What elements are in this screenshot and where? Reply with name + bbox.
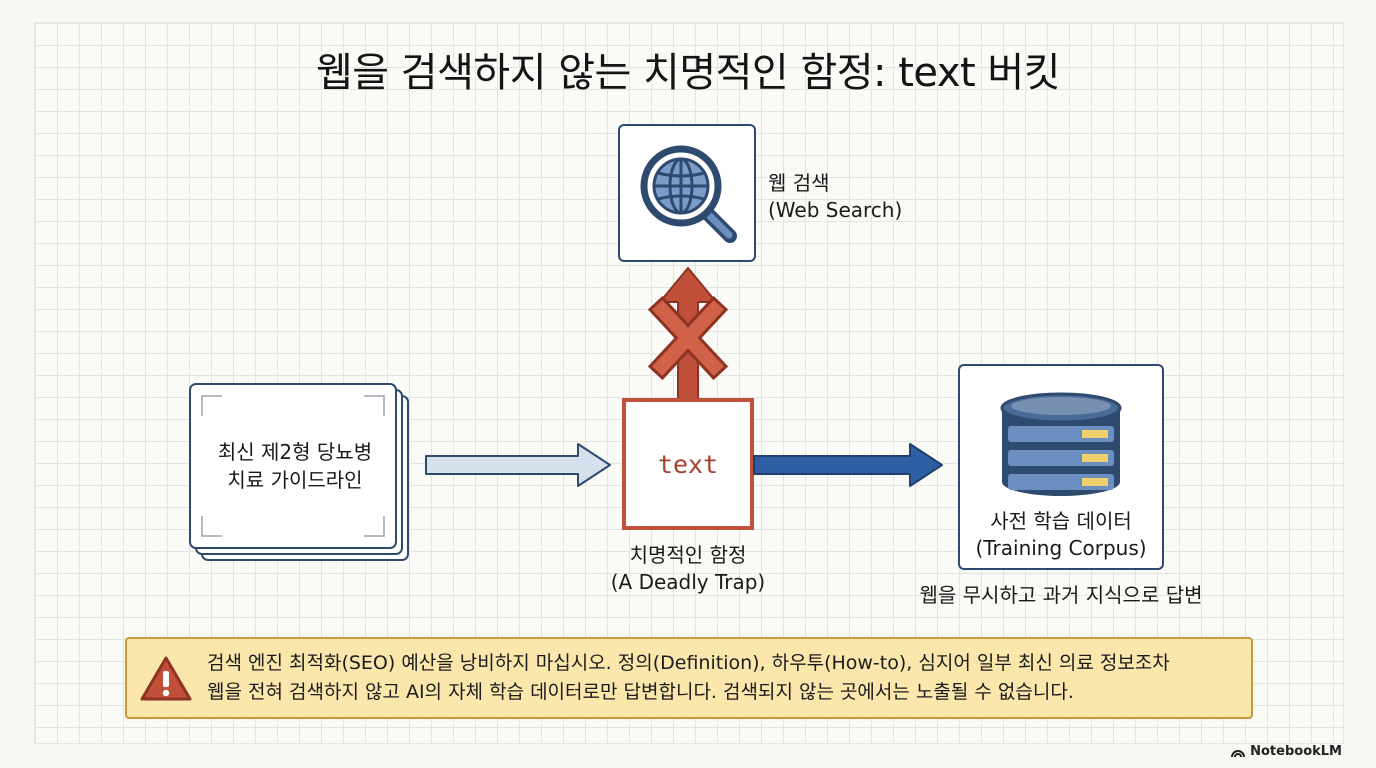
warning-triangle-icon — [140, 656, 192, 701]
corpus-caption: 웹을 무시하고 과거 지식으로 답변 — [919, 583, 1203, 607]
page-title: 웹을 검색하지 않는 치명적인 함정: text 버킷 — [315, 50, 1061, 96]
trap-label: 치명적인 함정 (A Deadly Trap) — [588, 542, 788, 596]
magnifier-globe-icon — [640, 145, 737, 243]
text-bucket-box: text — [622, 398, 754, 530]
warning-line2: 웹을 전혀 검색하지 않고 AI의 자체 학습 데이터로만 답변합니다. 검색되… — [207, 681, 1074, 703]
brand-logo: NotebookLM — [1230, 744, 1342, 759]
source-document-text: 최신 제2형 당뇨병 치료 가이드라인 — [192, 438, 398, 494]
document-stack — [189, 383, 409, 561]
warning-line1: 검색 엔진 최적화(SEO) 예산을 낭비하지 마십시오. 정의(Definit… — [207, 652, 1170, 674]
web-search-card — [618, 124, 756, 262]
input-arrow — [425, 443, 611, 487]
web-search-label: 웹 검색 (Web Search) — [768, 170, 902, 224]
database-icon — [1000, 392, 1122, 496]
source-document-line1: 최신 제2형 당뇨병 — [217, 440, 373, 464]
blocked-arrow — [647, 267, 729, 401]
warning-text: 검색 엔진 최적화(SEO) 예산을 낭비하지 마십시오. 정의(Definit… — [207, 649, 1170, 707]
corpus-label-en: (Training Corpus) — [975, 536, 1147, 560]
brand-name: NotebookLM — [1250, 744, 1342, 759]
corpus-label: 사전 학습 데이터 (Training Corpus) — [960, 508, 1162, 562]
web-search-label-en: (Web Search) — [768, 198, 903, 222]
output-arrow — [753, 443, 943, 487]
notebooklm-logo-icon — [1231, 749, 1246, 757]
source-document-line2: 치료 가이드라인 — [227, 468, 363, 492]
web-search-label-ko: 웹 검색 — [768, 171, 830, 195]
block-x-icon — [647, 295, 729, 381]
warning-banner: 검색 엔진 최적화(SEO) 예산을 낭비하지 마십시오. 정의(Definit… — [125, 637, 1253, 719]
trap-label-ko: 치명적인 함정 — [629, 543, 747, 567]
corpus-label-ko: 사전 학습 데이터 — [990, 509, 1132, 533]
trap-label-en: (A Deadly Trap) — [610, 570, 766, 594]
training-corpus-card: 사전 학습 데이터 (Training Corpus) — [958, 364, 1164, 570]
